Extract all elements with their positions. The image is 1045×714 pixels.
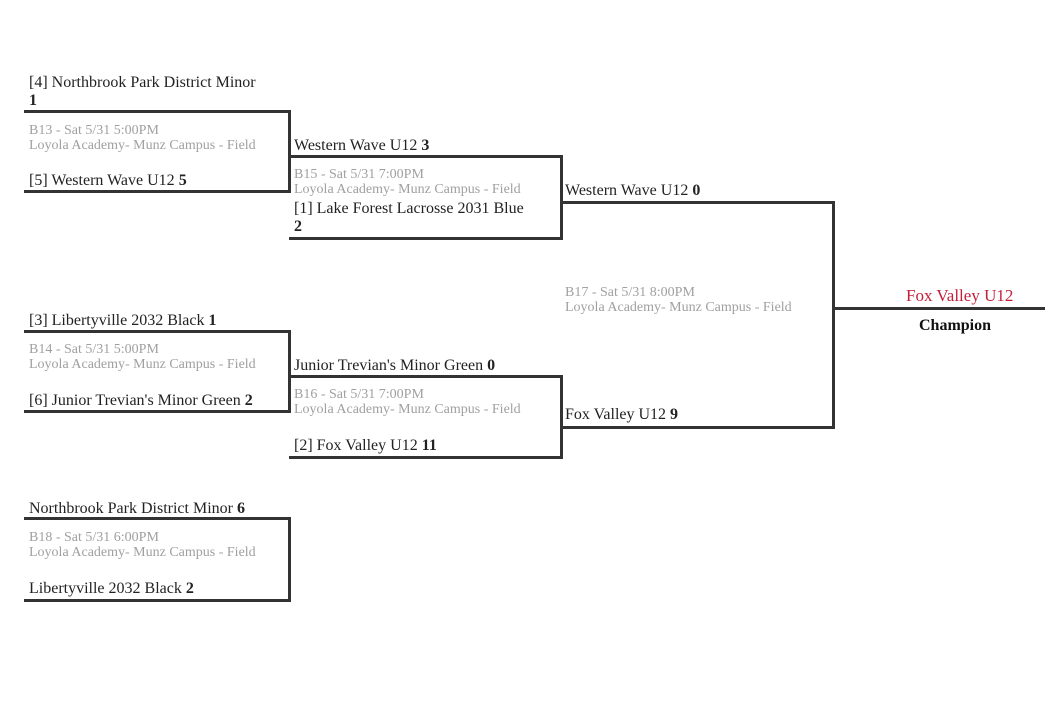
team-bottom[interactable]: Libertyville 2032 Black 2 [29,580,291,598]
game-b17[interactable]: Western Wave U12 0 B17 - Sat 5/31 8:00PM… [560,180,835,430]
champion-label: Champion [919,317,992,334]
team-bottom[interactable]: [2] Fox Valley U12 11 [294,437,563,455]
game-connector [289,375,563,459]
team-name: Junior Trevian's Minor Green [294,357,484,374]
game-connector [24,330,291,413]
game-connector [24,110,291,193]
team-name: [6] Junior Trevian's Minor Green [29,392,241,409]
team-score: 3 [421,137,430,154]
team-score: 5 [178,172,187,189]
game-connector [24,517,291,602]
team-name: Libertyville 2032 Black [29,580,182,597]
team-bottom[interactable]: Fox Valley U12 9 [565,406,835,424]
team-score: 6 [236,500,245,517]
game-b18[interactable]: Northbrook Park District Minor 6 B18 - S… [24,496,291,604]
game-info: B14 - Sat 5/31 5:00PM Loyola Academy- Mu… [29,342,287,372]
game-info: B15 - Sat 5/31 7:00PM Loyola Academy- Mu… [294,167,559,197]
game-b13[interactable]: [4] Northbrook Park District Minor 1 B13… [24,70,291,195]
game-time: B13 - Sat 5/31 5:00PM [29,123,159,138]
team-name: Western Wave U12 [294,137,418,154]
team-bottom[interactable]: [5] Western Wave U12 5 [29,172,291,190]
team-name: Northbrook Park District Minor [29,500,233,517]
game-info: B16 - Sat 5/31 7:00PM Loyola Academy- Mu… [294,387,559,417]
game-location: Loyola Academy- Munz Campus - Field [294,182,521,197]
game-b15[interactable]: Western Wave U12 3 B15 - Sat 5/31 7:00PM… [289,134,563,241]
game-location: Loyola Academy- Munz Campus - Field [29,357,256,372]
team-top[interactable]: Western Wave U12 3 [294,137,563,155]
game-location: Loyola Academy- Munz Campus - Field [29,545,256,560]
team-score: 1 [29,92,37,109]
team-top[interactable]: [3] Libertyville 2032 Black 1 [29,312,291,330]
game-b14[interactable]: [3] Libertyville 2032 Black 1 B14 - Sat … [24,308,291,416]
team-score: 9 [670,406,679,423]
team-score: 1 [208,312,217,329]
game-info: B13 - Sat 5/31 5:00PM Loyola Academy- Mu… [29,123,287,153]
team-score: 0 [487,357,496,374]
game-time: B15 - Sat 5/31 7:00PM [294,167,424,182]
game-connector [560,201,835,429]
game-time: B17 - Sat 5/31 8:00PM [565,285,695,300]
game-connector [289,155,563,240]
champion-team[interactable]: Fox Valley U12 [906,286,1014,305]
team-top[interactable]: Western Wave U12 0 [565,182,835,200]
team-top[interactable]: Northbrook Park District Minor 6 [29,500,291,518]
team-name: Western Wave U12 [565,182,689,199]
team-name: [4] Northbrook Park District Minor [29,74,256,91]
game-b16[interactable]: Junior Trevian's Minor Green 0 B16 - Sat… [289,354,563,460]
game-time: B18 - Sat 5/31 6:00PM [29,530,159,545]
team-score: 2 [244,392,253,409]
team-name: [1] Lake Forest Lacrosse 2031 Blue [294,200,524,217]
game-location: Loyola Academy- Munz Campus - Field [29,138,256,153]
team-score: 11 [421,437,437,454]
team-top[interactable]: [4] Northbrook Park District Minor 1 [29,74,291,110]
game-location: Loyola Academy- Munz Campus - Field [565,300,792,315]
team-name: [2] Fox Valley U12 [294,437,418,454]
game-time: B14 - Sat 5/31 5:00PM [29,342,159,357]
team-name: Fox Valley U12 [565,406,667,423]
champion-line [832,307,1045,310]
team-name: [5] Western Wave U12 [29,172,175,189]
team-bottom[interactable]: [6] Junior Trevian's Minor Green 2 [29,392,291,410]
team-score: 0 [692,182,701,199]
game-info: B17 - Sat 5/31 8:00PM Loyola Academy- Mu… [565,285,829,315]
game-info: B18 - Sat 5/31 6:00PM Loyola Academy- Mu… [29,530,287,560]
team-name: [3] Libertyville 2032 Black [29,312,205,329]
team-score: 2 [294,218,302,235]
game-location: Loyola Academy- Munz Campus - Field [294,402,521,417]
team-score: 2 [185,580,194,597]
team-bottom[interactable]: [1] Lake Forest Lacrosse 2031 Blue 2 [294,200,557,236]
team-top[interactable]: Junior Trevian's Minor Green 0 [294,357,563,375]
game-time: B16 - Sat 5/31 7:00PM [294,387,424,402]
